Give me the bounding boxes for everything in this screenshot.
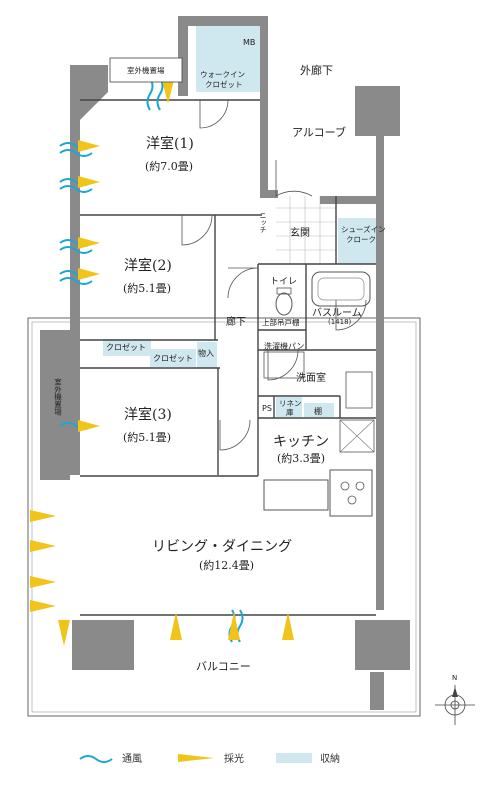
outdoor-unit-top-box: [109, 57, 183, 83]
legend-storage-label: 収納: [320, 754, 340, 765]
washroom-label: 洗面室: [296, 371, 326, 384]
toilet-tank: [276, 287, 292, 295]
legend-storage: 収納: [276, 750, 340, 765]
bathroom-label: バスルーム: [312, 307, 362, 319]
wash-basin: [345, 371, 373, 409]
western3-name: 洋室(3): [124, 406, 172, 423]
walkin-label-1: ウォークイン: [200, 70, 245, 79]
compass-icon: [435, 685, 475, 725]
western1-name: 洋室(1): [146, 135, 194, 152]
interior-walls: [80, 99, 376, 616]
shoes-label-2: クローク: [346, 235, 376, 244]
stove-burner: [355, 481, 365, 491]
walkin-label-2: クロゼット: [205, 79, 243, 89]
closet-b-fill: [150, 349, 196, 367]
walls: [40, 16, 410, 710]
legend: 通風 採光 収納: [0, 748, 492, 772]
legend-daylight: 採光: [176, 750, 244, 765]
toilet: [275, 292, 293, 316]
kitchen-size: (約3.3畳): [277, 451, 325, 465]
living-name: リビング・ダイニング: [152, 539, 292, 555]
closet-b-label: クロゼット: [153, 353, 193, 363]
western2-size: (約5.1畳): [123, 281, 171, 295]
compass-north-label: N: [452, 674, 457, 682]
balcony-railing: [27, 317, 421, 717]
shoes-label-1: シューズイン: [341, 224, 386, 234]
toilet-label: トイレ: [270, 277, 297, 287]
living-size: (約12.4畳): [199, 558, 254, 572]
washer-pan: [263, 351, 305, 379]
kitchen-counter: [329, 469, 373, 517]
stove-burner: [347, 495, 357, 505]
legend-daylight-label: 採光: [224, 754, 244, 765]
balcony-label: バルコニー: [196, 660, 251, 673]
outdoor-unit-side-label: 室外機置場: [53, 377, 62, 417]
shoes-cloak-fill: [338, 218, 376, 264]
closet-a-fill: [103, 339, 151, 356]
linen-label-1: リネン: [279, 399, 302, 408]
linen-fill: [276, 397, 302, 417]
kitchen-island: [263, 479, 329, 511]
entrance-tiles: [276, 196, 336, 264]
niche-label: ニッチ: [259, 212, 267, 233]
legend-ventilation: 通風: [78, 750, 142, 765]
bathtub-inner: [317, 277, 365, 301]
upper-cabinet-label: 上部吊戸棚: [262, 317, 300, 327]
corridor-label: 廊下: [226, 315, 246, 328]
shelf-fill: [304, 403, 334, 417]
outdoor-unit-top-label: 室外機置場: [127, 65, 165, 75]
entrance-label: 玄関: [290, 226, 310, 239]
kitchen-name: キッチン: [273, 434, 329, 450]
western1-size: (約7.0畳): [145, 159, 193, 173]
shelf-label: 棚: [314, 406, 322, 416]
western3-size: (約5.1畳): [123, 430, 171, 444]
doors: [181, 99, 367, 451]
ventilation-icon: [79, 754, 113, 763]
ps-label: PS: [262, 404, 272, 413]
closet-a-label: クロゼット: [106, 342, 146, 352]
bath-size-label: (1418): [328, 318, 352, 326]
legend-ventilation-label: 通風: [122, 754, 142, 765]
storage-label: 物入: [198, 348, 214, 358]
mb-label: MB: [243, 38, 255, 47]
western2-name: 洋室(2): [124, 257, 172, 274]
stove-burner: [340, 481, 350, 491]
outer-corridor-label: 外廊下: [300, 63, 333, 77]
linen-label-2: 庫: [286, 407, 294, 417]
daylight-marks: [30, 80, 294, 646]
fridge-cross: [339, 419, 375, 453]
fridge: [339, 419, 375, 453]
alcove-label: アルコーブ: [292, 125, 346, 139]
walkin-closet-fill: [196, 22, 260, 92]
storage-fill: [197, 342, 217, 368]
daylight-icon: [178, 753, 214, 762]
storage-swatch-icon: [276, 752, 312, 763]
bathtub: [311, 271, 371, 307]
washer-pan-label: 洗濯機パン: [264, 341, 304, 351]
